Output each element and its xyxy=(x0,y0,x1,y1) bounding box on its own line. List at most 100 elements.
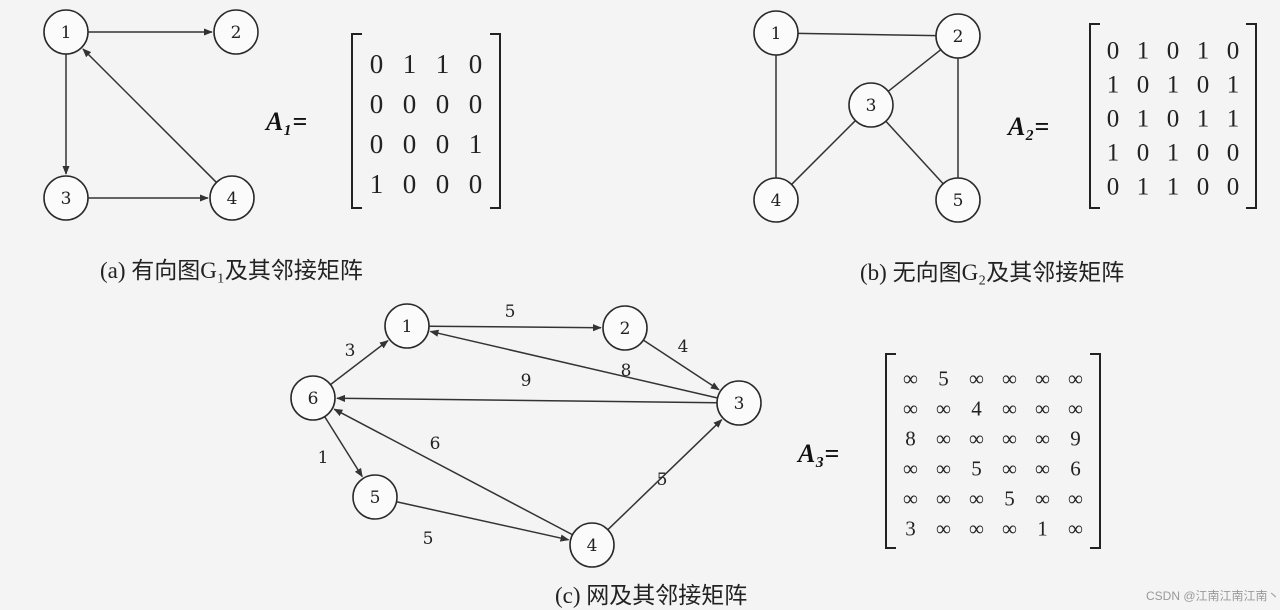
matrix-cell: ∞ xyxy=(1068,516,1083,540)
matrix-cell: 1 xyxy=(1137,106,1150,133)
matrix-cell: ∞ xyxy=(903,396,918,420)
node-label: 2 xyxy=(620,319,631,339)
figure_a-matrix-label: A₁= xyxy=(264,107,307,136)
figure_b-node-3: 3 xyxy=(848,82,894,128)
node-circle xyxy=(209,175,255,221)
matrix-cell: 1 xyxy=(1107,72,1120,99)
edge-b-2-3 xyxy=(887,49,942,92)
edge-c-3-6 xyxy=(336,394,718,404)
matrix-cell: ∞ xyxy=(1068,396,1083,420)
node-label: 5 xyxy=(370,488,381,508)
figure_c-node-4: 4 xyxy=(569,522,615,568)
node-label: 5 xyxy=(953,191,964,211)
matrix-cell: ∞ xyxy=(969,426,984,450)
edge-c-3-1 xyxy=(429,329,718,399)
matrix-cell: 0 xyxy=(403,129,417,159)
matrix-cell: ∞ xyxy=(1002,456,1017,480)
matrix-cell: 0 xyxy=(403,169,417,199)
matrix-cell: ∞ xyxy=(969,366,984,390)
matrix-cell: ∞ xyxy=(1002,426,1017,450)
matrix-cell: 1 xyxy=(1137,174,1150,201)
matrix-cell: 0 xyxy=(1227,140,1240,167)
figure_b-node-5: 5 xyxy=(935,177,981,223)
node-circle xyxy=(848,82,894,128)
matrix-cell: 0 xyxy=(1137,72,1150,99)
edge-weight-2-3: 4 xyxy=(678,337,689,357)
matrix-cell: 5 xyxy=(971,456,982,480)
matrix-cell: 5 xyxy=(1004,486,1015,510)
node-circle xyxy=(716,380,762,426)
figure_a-node-2: 2 xyxy=(213,9,259,55)
edge-weight-6-1: 3 xyxy=(345,341,356,361)
watermark: CSDN @江南江南江南丶 xyxy=(1146,588,1280,603)
node-circle xyxy=(384,303,430,349)
matrix-cell: 1 xyxy=(403,49,417,79)
matrix-cell: ∞ xyxy=(1068,366,1083,390)
edge-c-2-3 xyxy=(642,339,720,391)
matrix-cell: 1 xyxy=(1227,106,1240,133)
matrix-cell: 0 xyxy=(1107,38,1120,65)
matrix-cell: 0 xyxy=(1137,140,1150,167)
edge-c-4-6 xyxy=(333,408,573,536)
edge-b-1-2 xyxy=(797,32,937,37)
figure_b-node-4: 4 xyxy=(753,177,799,223)
matrix-cell: ∞ xyxy=(1035,366,1050,390)
node-label: 1 xyxy=(61,23,72,43)
node-circle xyxy=(753,10,799,56)
matrix-cell: ∞ xyxy=(1035,426,1050,450)
node-label: 2 xyxy=(953,27,964,47)
figure_b-node-1: 1 xyxy=(753,10,799,56)
matrix-cell: 5 xyxy=(938,366,949,390)
matrix-cell: 9 xyxy=(1070,426,1081,450)
edge-c-6-1 xyxy=(330,339,389,386)
edge-weight-6-5: 1 xyxy=(318,448,329,468)
matrix-bracket-right xyxy=(490,33,501,209)
matrix-bracket-right xyxy=(1090,353,1101,549)
edge-c-5-4 xyxy=(396,501,570,542)
matrix-cell: ∞ xyxy=(936,456,951,480)
figure_c-node-3: 3 xyxy=(716,380,762,426)
matrix-cell: ∞ xyxy=(936,486,951,510)
figure_c-node-2: 2 xyxy=(602,305,648,351)
edge-weight-1-2: 5 xyxy=(505,302,516,322)
matrix-cell: 0 xyxy=(1227,174,1240,201)
matrix-cell: 1 xyxy=(1037,516,1048,540)
node-label: 3 xyxy=(866,96,877,116)
matrix-bracket-right xyxy=(1246,23,1257,209)
figure_b-nodes: 1 2 3 4 5 xyxy=(753,10,981,223)
matrix-cell: ∞ xyxy=(1002,516,1017,540)
edge-weight-4-3: 5 xyxy=(657,470,668,490)
matrix-cell: 0 xyxy=(1167,106,1180,133)
matrix-cell: 0 xyxy=(1107,174,1120,201)
edge-c-1-2 xyxy=(428,324,602,332)
edge-a-4-1 xyxy=(82,48,217,183)
node-circle xyxy=(935,177,981,223)
node-circle xyxy=(213,9,259,55)
matrix-cell: 0 xyxy=(469,49,483,79)
matrix-cell: ∞ xyxy=(969,486,984,510)
edge-weight-3-1: 8 xyxy=(621,361,632,381)
matrix-cell: 0 xyxy=(436,89,450,119)
edge-weight-4-6: 6 xyxy=(430,434,441,454)
figure_c-matrix: ∞5∞∞∞∞∞∞4∞∞∞8∞∞∞∞9∞∞5∞∞6∞∞∞5∞∞3∞∞∞1∞ xyxy=(885,353,1101,549)
matrix-cell: 0 xyxy=(469,169,483,199)
matrix-cell: ∞ xyxy=(936,516,951,540)
matrix-cell: ∞ xyxy=(903,366,918,390)
figure_c-matrix-label: A₃= xyxy=(796,439,839,468)
matrix-cell: 1 xyxy=(1107,140,1120,167)
matrix-cell: ∞ xyxy=(1035,396,1050,420)
node-label: 4 xyxy=(771,191,782,211)
matrix-cell: ∞ xyxy=(903,486,918,510)
figure_a-node-1: 1 xyxy=(43,9,89,55)
matrix-cell: ∞ xyxy=(903,456,918,480)
matrix-cell: 1 xyxy=(1167,140,1180,167)
node-circle xyxy=(753,177,799,223)
figure_b-caption: (b) 无向图G₂及其邻接矩阵 xyxy=(860,260,1124,285)
node-label: 1 xyxy=(771,24,782,44)
matrix-cell: 3 xyxy=(905,516,916,540)
